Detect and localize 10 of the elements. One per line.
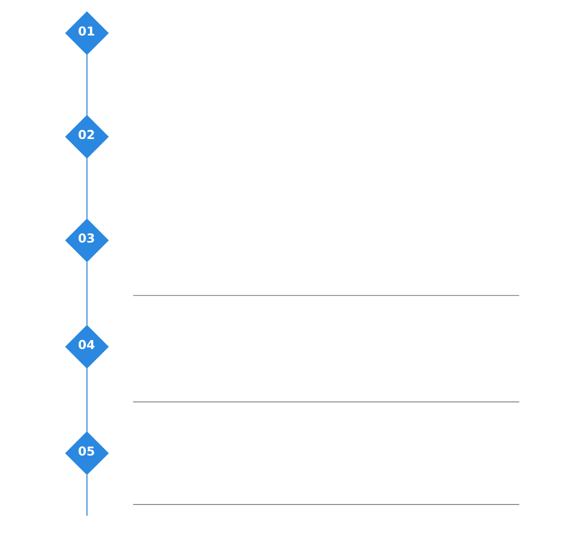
node-diamond: 02 [65,114,109,159]
connector [86,474,88,516]
node-diamond: 01 [65,11,109,56]
node-diamond: 03 [65,218,109,262]
connector [86,158,88,220]
connector [86,368,88,432]
node-diamond: 04 [65,324,109,369]
connector [86,54,88,116]
node-diamond: 05 [65,431,109,476]
connector [86,262,88,326]
